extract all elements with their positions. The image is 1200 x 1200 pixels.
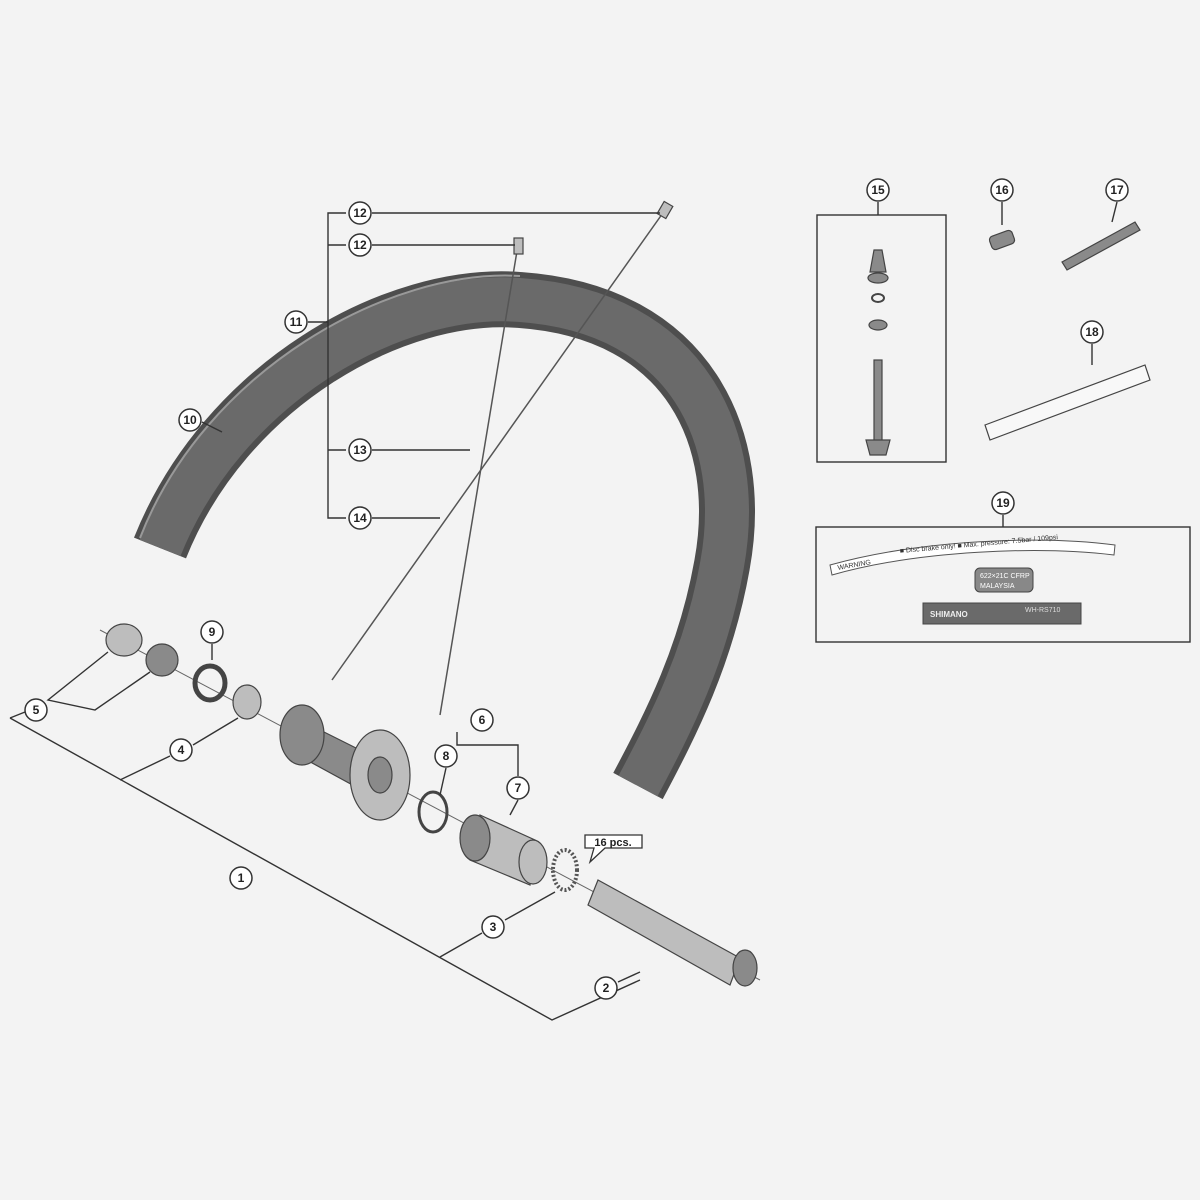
nipple	[513, 237, 524, 255]
callout-2: 2	[594, 976, 618, 1000]
svg-text:19: 19	[996, 496, 1010, 510]
svg-text:5: 5	[33, 703, 40, 717]
cone	[145, 643, 179, 677]
callout-9: 9	[200, 620, 224, 644]
callout-19: 19	[991, 491, 1015, 515]
svg-text:6: 6	[479, 713, 486, 727]
seal-ring	[192, 663, 228, 703]
callout-1: 1	[229, 866, 253, 890]
valve-parts	[865, 221, 1151, 456]
svg-text:17: 17	[1110, 183, 1124, 197]
hub-assembly	[99, 623, 761, 987]
decal-model: WH-RS710	[1025, 607, 1061, 614]
svg-text:12: 12	[353, 206, 367, 220]
rim-decal: WARNING ■ Disc brake only! ■ Max. pressu…	[829, 534, 1116, 625]
decal-brand: SHIMANO	[930, 610, 968, 619]
callout-12b: 12	[348, 233, 372, 257]
locknut-4	[232, 684, 262, 720]
svg-text:9: 9	[209, 625, 216, 639]
rim-tape	[984, 364, 1151, 441]
callout-5: 5	[24, 698, 48, 722]
svg-text:10: 10	[183, 413, 197, 427]
svg-text:12: 12	[353, 238, 367, 252]
callout-13: 13	[348, 438, 372, 462]
callout-12a: 12	[348, 201, 372, 225]
callout-4: 4	[169, 738, 193, 762]
callout-10: 10	[178, 408, 202, 432]
callout-8: 8	[434, 744, 458, 768]
callout-6: 6	[470, 708, 494, 732]
svg-text:3: 3	[490, 920, 497, 934]
locknut	[105, 623, 143, 657]
svg-text:8: 8	[443, 749, 450, 763]
callout-3: 3	[481, 915, 505, 939]
svg-text:11: 11	[290, 315, 303, 329]
spacer	[417, 790, 449, 834]
callout-17: 17	[1105, 178, 1129, 202]
svg-text:7: 7	[515, 781, 522, 795]
svg-text:4: 4	[178, 743, 185, 757]
svg-text:1: 1	[238, 871, 245, 885]
callout-18: 18	[1080, 320, 1104, 344]
svg-text:15: 15	[871, 183, 885, 197]
nipple	[656, 200, 674, 220]
decal-origin: MALAYSIA	[980, 583, 1015, 590]
svg-text:2: 2	[603, 981, 610, 995]
decal-warning: WARNING	[837, 559, 871, 572]
spoke-wrench	[1061, 221, 1141, 271]
svg-text:13: 13	[353, 443, 367, 457]
callout-16: 16	[990, 178, 1014, 202]
rim	[133, 271, 755, 800]
valve-adapter	[988, 229, 1016, 251]
svg-text:16 pcs.: 16 pcs.	[594, 837, 631, 849]
quantity-label: 16 pcs.	[584, 834, 643, 865]
spokes	[331, 200, 674, 716]
decal-size: 622×21C CFRP	[980, 573, 1030, 580]
steel-balls	[551, 848, 579, 892]
callout-14: 14	[348, 506, 372, 530]
callout-15: 15	[866, 178, 890, 202]
callout-11: 11	[284, 310, 308, 334]
svg-text:16: 16	[995, 183, 1009, 197]
axle	[587, 879, 741, 986]
svg-text:18: 18	[1085, 325, 1099, 339]
svg-text:14: 14	[353, 511, 367, 525]
callout-7: 7	[506, 776, 530, 800]
